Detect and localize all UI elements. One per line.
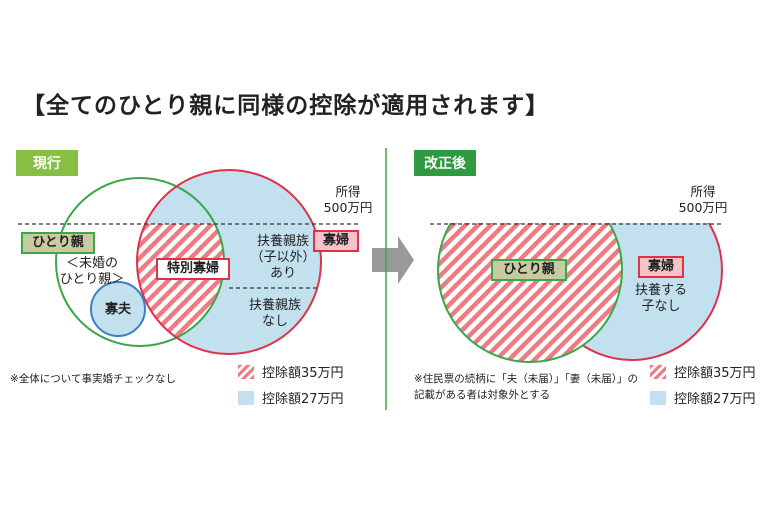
legend-stripe-label: 控除額35万円 bbox=[262, 366, 344, 381]
revised-kafu-box: 寡婦 bbox=[638, 256, 684, 278]
legend-stripe-label: 控除額35万円 bbox=[674, 366, 756, 381]
revised-tag: 改正後 bbox=[414, 150, 476, 176]
current-kafu-m-label: 寡夫 bbox=[104, 302, 131, 317]
current-legend-stripe: 控除額35万円 bbox=[238, 362, 344, 381]
legend-blue-label: 控除額27万円 bbox=[262, 392, 344, 407]
current-mikon-label: ＜未婚の ひとり親＞ bbox=[59, 256, 125, 287]
revised-hitorioya-box: ひとり親 bbox=[491, 259, 567, 281]
revised-legend-blue: 控除額27万円 bbox=[650, 388, 756, 407]
current-kafu-f-box: 寡婦 bbox=[313, 230, 359, 252]
revised-income-label: 所得 500万円 bbox=[678, 184, 728, 215]
current-kafu-circle bbox=[136, 169, 322, 355]
transition-arrow bbox=[372, 236, 414, 284]
revised-legend-stripe: 控除額35万円 bbox=[650, 362, 756, 381]
page-title: 【全てのひとり親に同様の控除が適用されます】 bbox=[22, 93, 550, 119]
current-note: ※全体について事実婚チェックなし bbox=[10, 373, 176, 385]
current-income-label: 所得 500万円 bbox=[323, 184, 373, 215]
current-fuyo-ari-label: 扶養親族 （子以外） あり bbox=[250, 234, 316, 281]
revised-diagram bbox=[420, 150, 750, 363]
current-tokubetsu-stripe bbox=[137, 224, 224, 346]
blue-swatch bbox=[238, 390, 254, 405]
stripe-swatch bbox=[238, 364, 254, 379]
current-kafu-m-circle bbox=[90, 281, 146, 337]
current-tag: 現行 bbox=[16, 150, 78, 176]
current-fuyo-nashi-label: 扶養親族 なし bbox=[248, 298, 301, 329]
current-hitorioya-box: ひとり親 bbox=[21, 232, 95, 254]
revised-note: ※住民票の続柄に「夫（未届）」「妻（未届）」の 記載がある者は対象外とする bbox=[414, 373, 639, 401]
current-legend-blue: 控除額27万円 bbox=[238, 388, 344, 407]
stripe-swatch bbox=[650, 364, 666, 379]
revised-fuyo-suru-label: 扶養する 子なし bbox=[634, 283, 687, 314]
legend-blue-label: 控除額27万円 bbox=[674, 392, 756, 407]
blue-swatch bbox=[650, 390, 666, 405]
current-tokubetsu-kafu-box: 特別寡婦 bbox=[156, 258, 230, 280]
